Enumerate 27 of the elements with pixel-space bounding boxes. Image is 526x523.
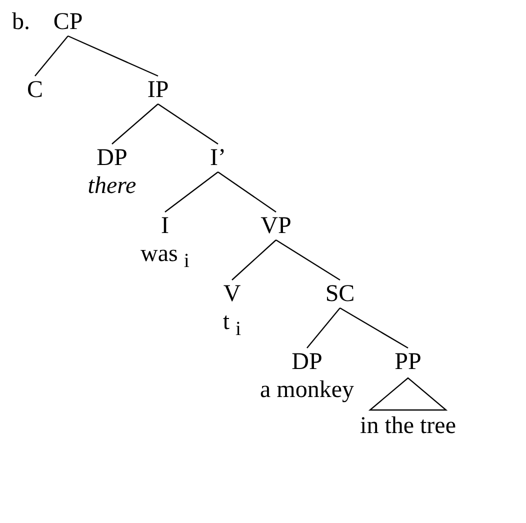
category-label: PP <box>394 348 422 376</box>
word-label: a monkey <box>260 376 354 404</box>
category-label: I <box>161 212 169 240</box>
category-label: DP <box>96 144 128 172</box>
category-label: C <box>27 76 43 104</box>
branch-line <box>164 172 218 212</box>
category-label: I’ <box>210 144 226 172</box>
branch-line <box>34 36 68 76</box>
word-label: was $_{i}$ <box>140 240 190 274</box>
branch-line <box>276 240 340 280</box>
category-label: IP <box>147 76 169 104</box>
category-label: VP <box>260 212 292 240</box>
branch-line <box>158 104 218 144</box>
word-label: t $_{i}$ <box>222 308 242 342</box>
word-label: in the tree <box>360 412 456 440</box>
category-label: CP <box>53 8 83 36</box>
branch-line <box>112 104 158 144</box>
branch-line <box>232 240 276 280</box>
branch-line <box>306 308 340 348</box>
branch-line <box>218 172 276 212</box>
example-letter: b. <box>12 8 30 36</box>
branch-line <box>340 307 408 349</box>
branch-line <box>68 35 158 77</box>
word-label: there <box>88 172 136 200</box>
category-label: V <box>223 280 241 308</box>
category-label: DP <box>292 348 322 376</box>
category-label: SC <box>325 280 355 308</box>
